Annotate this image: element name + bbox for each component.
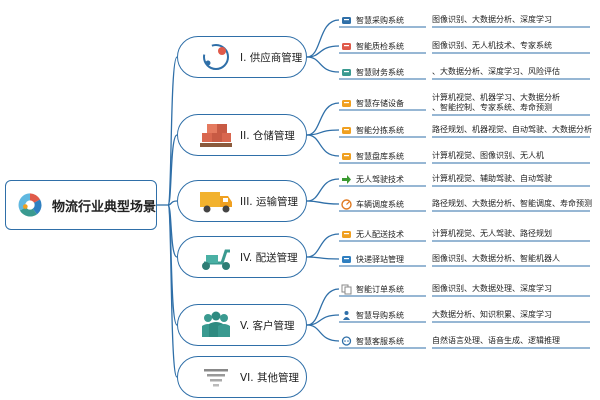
branch-label: IV. 配送管理 bbox=[240, 251, 298, 264]
customers-icon bbox=[202, 311, 230, 337]
leaf-description: 图像识别、大数据分析、智能机器人 bbox=[432, 254, 560, 263]
inspection-icon bbox=[342, 42, 351, 50]
leaf-node[interactable]: 智慧客服系统 bbox=[341, 334, 404, 348]
branch-2[interactable]: II. 仓储管理 bbox=[177, 114, 307, 156]
leaf-node[interactable]: 无人驾驶技术 bbox=[341, 172, 404, 186]
branch-3[interactable]: III. 运输管理 bbox=[177, 180, 307, 222]
root-node[interactable]: 物流行业典型场景 bbox=[5, 180, 157, 230]
leaf-node[interactable]: 车辆调度系统 bbox=[341, 197, 404, 211]
leaf-description: 图像识别、大数据分析、深度学习 bbox=[432, 15, 552, 24]
leaf-name: 智能质检系统 bbox=[356, 41, 404, 51]
leaf-description: 计算机视觉、辅助驾驶、自动驾驶 bbox=[432, 174, 552, 183]
branch-label: II. 仓储管理 bbox=[240, 129, 295, 142]
leaf-description: 路径规划、机器视觉、自动驾驶、大数据分析 bbox=[432, 125, 592, 134]
truck-icon bbox=[200, 192, 232, 213]
leaf-node[interactable]: 智慧财务系统 bbox=[341, 65, 404, 79]
order-copy-icon bbox=[341, 284, 352, 294]
shopping-guide-icon bbox=[343, 310, 350, 320]
leaf-name: 智慧存储设备 bbox=[356, 98, 404, 108]
leaf-description: 自然语言处理、语音生成、逻辑推理 bbox=[432, 336, 560, 345]
leaf-name: 智能订单系统 bbox=[356, 284, 404, 294]
leaf-name: 智慧采购系统 bbox=[356, 15, 404, 25]
leaf-description: 路径规划、大数据分析、智能调度、寿命预测 bbox=[432, 199, 592, 208]
branch-1[interactable]: I. 供应商管理 bbox=[177, 36, 307, 78]
leaf-name: 无人配送技术 bbox=[356, 229, 404, 239]
leaf-name: 快递驿站管理 bbox=[356, 254, 404, 264]
leaf-node[interactable]: 智慧盘库系统 bbox=[341, 149, 404, 163]
arrow-icon bbox=[342, 174, 351, 184]
sorting-cart-icon bbox=[342, 126, 351, 134]
leaf-description: 、智能控制、专家系统、寿命预测 bbox=[432, 103, 552, 112]
leaf-description: 计算机视觉、机器学习、大数据分析 bbox=[432, 93, 560, 102]
branch-label: V. 客户管理 bbox=[240, 319, 295, 332]
leaf-node[interactable]: 智慧采购系统 bbox=[341, 13, 404, 27]
root-title: 物流行业典型场景 bbox=[51, 199, 156, 215]
leaf-description: 图像识别、无人机技术、专家系统 bbox=[432, 41, 552, 50]
leaf-name: 智慧财务系统 bbox=[356, 67, 404, 77]
leaf-node[interactable]: 智能分拣系统 bbox=[341, 123, 404, 137]
leaf-name: 车辆调度系统 bbox=[356, 199, 404, 209]
leaf-description: 大数据分析、知识积累、深度学习 bbox=[432, 310, 552, 319]
leaf-description: 计算机视觉、图像识别、无人机 bbox=[432, 151, 544, 160]
leaf-name: 无人驾驶技术 bbox=[356, 174, 404, 184]
storage-worker-icon bbox=[342, 99, 351, 107]
leaf-description: 图像识别、大数据处理、深度学习 bbox=[432, 284, 552, 293]
warehouse-boxes-icon bbox=[200, 124, 232, 147]
clipboard-icon bbox=[342, 152, 351, 160]
branch-6[interactable]: VI. 其他管理 bbox=[177, 356, 307, 398]
branch-label: III. 运输管理 bbox=[240, 195, 298, 208]
branch-4[interactable]: IV. 配送管理 bbox=[177, 236, 307, 278]
leaf-description: 、大数据分析、深度学习、风险评估 bbox=[432, 67, 560, 76]
service-chat-icon bbox=[341, 335, 352, 346]
parcel-station-icon bbox=[342, 255, 351, 263]
filter-lines-icon bbox=[204, 369, 228, 387]
leaf-node[interactable]: 智能订单系统 bbox=[341, 282, 404, 296]
dispatch-gauge-icon bbox=[341, 198, 352, 210]
leaf-name: 智慧导购系统 bbox=[356, 310, 404, 320]
leaf-name: 智慧盘库系统 bbox=[356, 151, 404, 161]
leaf-name: 智能分拣系统 bbox=[356, 125, 404, 135]
leaf-description: 计算机视觉、无人驾驶、路径规划 bbox=[432, 229, 552, 238]
branch-label: VI. 其他管理 bbox=[240, 371, 299, 384]
money-icon bbox=[342, 68, 351, 76]
branch-label: I. 供应商管理 bbox=[240, 51, 303, 64]
cart-icon bbox=[342, 16, 351, 24]
puzzle-circle-icon bbox=[18, 193, 42, 217]
leaf-node[interactable]: 智慧导购系统 bbox=[341, 308, 404, 322]
supply-route-icon bbox=[203, 44, 229, 70]
scooter-icon bbox=[202, 249, 230, 270]
branch-5[interactable]: V. 客户管理 bbox=[177, 304, 307, 346]
leaf-name: 智慧客服系统 bbox=[356, 336, 404, 346]
leaf-node[interactable]: 快递驿站管理 bbox=[341, 252, 404, 266]
delivery-cart-icon bbox=[342, 230, 351, 238]
leaf-node[interactable]: 无人配送技术 bbox=[341, 227, 404, 241]
leaf-node[interactable]: 智慧存储设备 bbox=[341, 96, 404, 110]
leaf-node[interactable]: 智能质检系统 bbox=[341, 39, 404, 53]
